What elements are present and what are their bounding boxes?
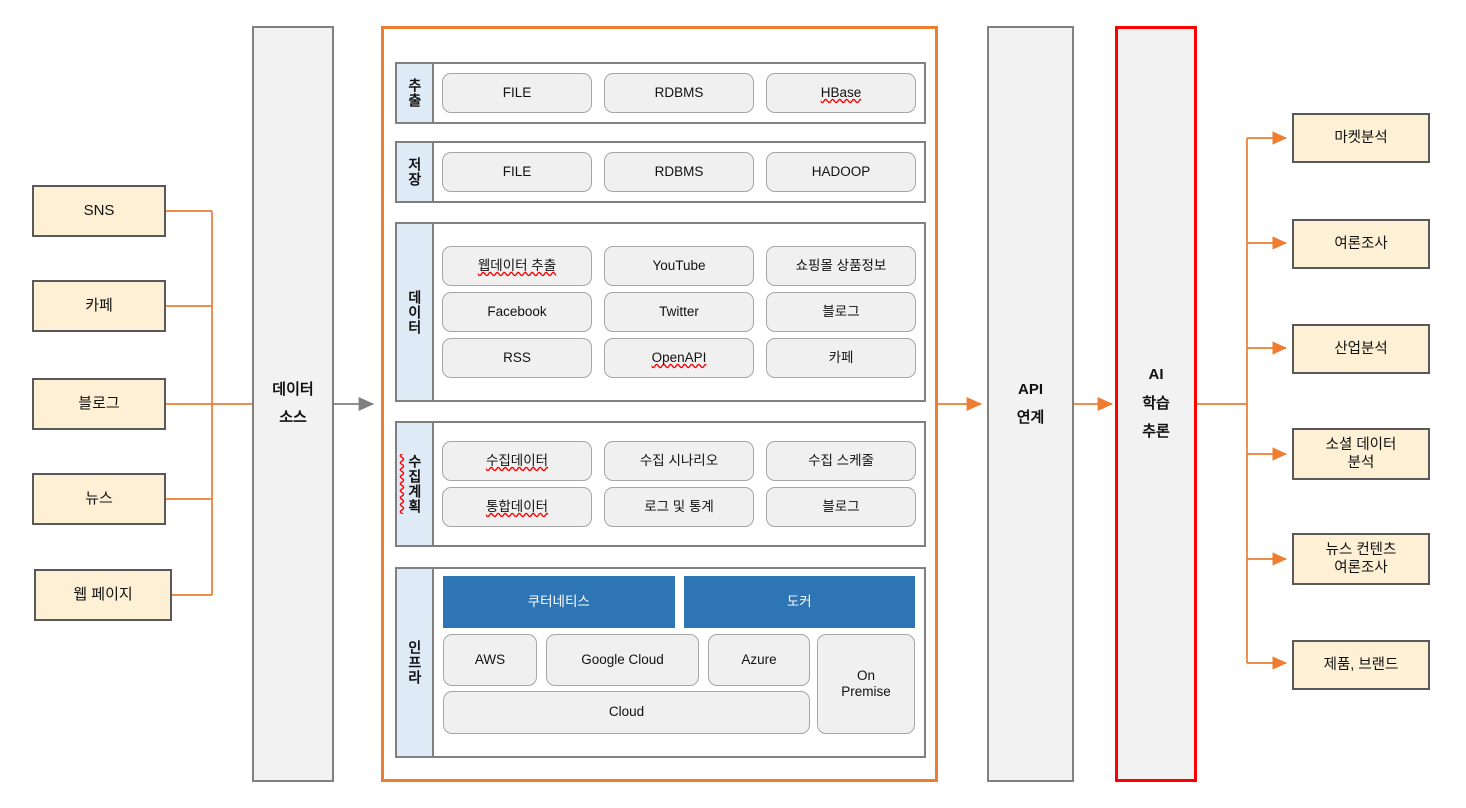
pillar-ai-line2: 학습 [1142, 394, 1170, 412]
output-box-product-brand[interactable]: 제품, 브랜드 [1292, 640, 1430, 690]
tile-data-cafe[interactable]: 카페 [766, 338, 916, 378]
group-data-label: 데이터 [406, 289, 423, 335]
group-plan-row-1: 수집데이터 수집 시나리오 수집 스케줄 [442, 441, 916, 481]
output-box-industry-analysis[interactable]: 산업분석 [1292, 324, 1430, 374]
group-data-label-cell: 데이터 [397, 224, 434, 400]
tile-data-twitter[interactable]: Twitter [604, 292, 754, 332]
tile-store-hadoop[interactable]: HADOOP [766, 152, 916, 192]
group-infra-label: 인프라 [406, 640, 423, 685]
tile-extract-hbase[interactable]: HBase [766, 73, 916, 113]
output-box-news-content-opinion[interactable]: 뉴스 컨텐츠 여론조사 [1292, 533, 1430, 585]
group-storage: 저장 FILE RDBMS HADOOP [395, 141, 926, 203]
group-data: 데이터 웹데이터 추출 YouTube 쇼핑몰 상품정보 Facebook Tw… [395, 222, 926, 402]
group-extraction-body: FILE RDBMS HBase [434, 64, 924, 122]
source-box-sns[interactable]: SNS [32, 185, 166, 237]
infra-provider-row: AWS Google Cloud Azure [443, 634, 810, 686]
pillar-ds-line2: 소스 [279, 409, 307, 426]
tile-plan-schedule[interactable]: 수집 스케줄 [766, 441, 916, 481]
group-collection-plan: 수집계획 수집데이터 수집 시나리오 수집 스케줄 통합데이터 로그 및 통계 … [395, 421, 926, 547]
tile-data-blog[interactable]: 블로그 [766, 292, 916, 332]
tile-infra-azure[interactable]: Azure [708, 634, 810, 686]
group-collection-plan-body: 수집데이터 수집 시나리오 수집 스케줄 통합데이터 로그 및 통계 블로그 [434, 423, 924, 545]
tile-infra-docker[interactable]: 도커 [683, 576, 915, 628]
output-box-market-analysis[interactable]: 마켓분석 [1292, 113, 1430, 163]
tile-infra-google-cloud[interactable]: Google Cloud [546, 634, 699, 686]
tile-plan-integrated-data[interactable]: 통합데이터 [442, 487, 592, 527]
source-box-blog[interactable]: 블로그 [32, 378, 166, 430]
group-infra-body: 쿠터네티스 도커 AWS Google Cloud Azure Cloud On… [434, 569, 924, 756]
group-infra: 인프라 쿠터네티스 도커 AWS Google Cloud Azure Clou… [395, 567, 926, 758]
group-collection-plan-label-cell: 수집계획 [397, 423, 434, 545]
group-data-body: 웹데이터 추출 YouTube 쇼핑몰 상품정보 Facebook Twitte… [434, 224, 924, 400]
tile-data-web-extract[interactable]: 웹데이터 추출 [442, 246, 592, 286]
tile-extract-rdbms[interactable]: RDBMS [604, 73, 754, 113]
infra-container-row: 쿠터네티스 도커 [443, 576, 915, 628]
source-connectors [166, 210, 252, 596]
tile-plan-blog[interactable]: 블로그 [766, 487, 916, 527]
tile-extract-file[interactable]: FILE [442, 73, 592, 113]
tile-plan-collect-data[interactable]: 수집데이터 [442, 441, 592, 481]
tile-infra-cloud-bar[interactable]: Cloud [443, 691, 810, 734]
group-data-row-1: 웹데이터 추출 YouTube 쇼핑몰 상품정보 [442, 246, 916, 286]
pillar-data-source-label: 데이터 소스 [272, 376, 313, 433]
group-collection-plan-label: 수집계획 [406, 454, 423, 514]
group-extraction: 추출 FILE RDBMS HBase [395, 62, 926, 124]
pillar-api-label: API 연계 [1017, 376, 1045, 433]
infra-cloud-left: AWS Google Cloud Azure Cloud [443, 634, 810, 734]
output-box-public-opinion[interactable]: 여론조사 [1292, 219, 1430, 269]
group-storage-label: 저장 [406, 157, 423, 187]
pillar-api-line1: API [1017, 380, 1043, 398]
source-box-webpage[interactable]: 웹 페이지 [34, 569, 172, 621]
group-infra-label-cell: 인프라 [397, 569, 434, 756]
pillar-ai-line1: AI [1148, 366, 1164, 384]
tile-data-facebook[interactable]: Facebook [442, 292, 592, 332]
output-connectors [1197, 131, 1288, 670]
source-box-cafe[interactable]: 카페 [32, 280, 166, 332]
tile-plan-log-stats[interactable]: 로그 및 통계 [604, 487, 754, 527]
infra-cloud-area: AWS Google Cloud Azure Cloud On Premise [443, 634, 915, 734]
group-extraction-label: 추출 [406, 78, 423, 108]
platform-frame: 추출 FILE RDBMS HBase 저장 FILE RDBMS HADOOP [381, 26, 938, 782]
tile-plan-scenario[interactable]: 수집 시나리오 [604, 441, 754, 481]
group-extraction-label-cell: 추출 [397, 64, 434, 122]
pillar-api-line2: 연계 [1016, 409, 1045, 426]
group-data-row-3: RSS OpenAPI 카페 [442, 338, 916, 378]
pillar-ds-line1: 데이터 [272, 380, 314, 398]
tile-store-rdbms[interactable]: RDBMS [604, 152, 754, 192]
group-plan-row-2: 통합데이터 로그 및 통계 블로그 [442, 487, 916, 527]
pillar-ai[interactable]: AI 학습 추론 [1115, 26, 1197, 782]
tile-infra-aws[interactable]: AWS [443, 634, 537, 686]
group-storage-body: FILE RDBMS HADOOP [434, 143, 924, 201]
tile-infra-on-premise[interactable]: On Premise [817, 634, 915, 734]
pillar-api[interactable]: API 연계 [987, 26, 1074, 782]
tile-data-youtube[interactable]: YouTube [604, 246, 754, 286]
output-box-social-data-analysis[interactable]: 소셜 데이터 분석 [1292, 428, 1430, 480]
group-storage-row-1: FILE RDBMS HADOOP [442, 152, 916, 192]
group-storage-label-cell: 저장 [397, 143, 434, 201]
pillar-ai-label: AI 학습 추론 [1142, 361, 1170, 447]
tile-store-file[interactable]: FILE [442, 152, 592, 192]
tile-data-shopping[interactable]: 쇼핑몰 상품정보 [766, 246, 916, 286]
source-box-news[interactable]: 뉴스 [32, 473, 166, 525]
tile-data-rss[interactable]: RSS [442, 338, 592, 378]
pillar-ai-line3: 추론 [1142, 423, 1170, 441]
group-data-row-2: Facebook Twitter 블로그 [442, 292, 916, 332]
tile-infra-kubernetes[interactable]: 쿠터네티스 [443, 576, 675, 628]
tile-data-openapi[interactable]: OpenAPI [604, 338, 754, 378]
pillar-data-source[interactable]: 데이터 소스 [252, 26, 334, 782]
group-extraction-row-1: FILE RDBMS HBase [442, 73, 916, 113]
